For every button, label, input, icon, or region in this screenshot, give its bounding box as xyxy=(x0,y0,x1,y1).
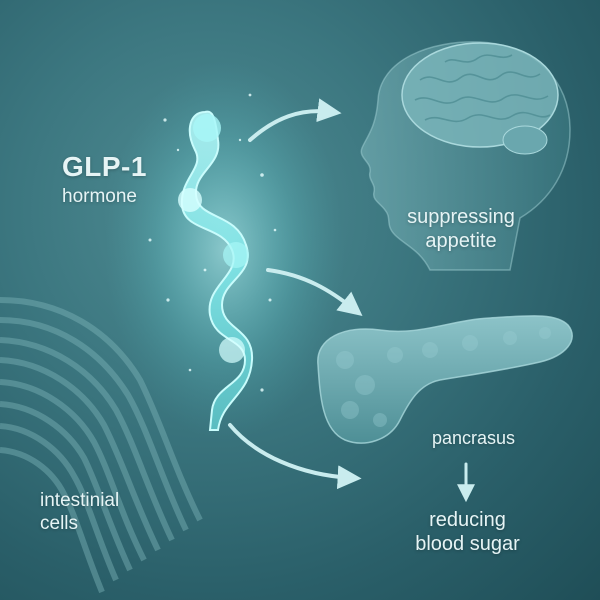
pancreas-effect-line2: blood sugar xyxy=(415,533,520,555)
hormone-node xyxy=(193,114,221,142)
hormone-title: GLP-1 xyxy=(62,151,147,182)
intestine-line1: intestinial xyxy=(40,490,120,511)
pancreas-effect-label: reducing blood sugar xyxy=(400,508,535,556)
pancreas-organ xyxy=(317,315,573,444)
intestine-line2: cells xyxy=(40,512,79,534)
brain-effect-label: suppressing appetite xyxy=(405,205,517,253)
brain xyxy=(401,42,559,148)
pancreas-label: pancrasus xyxy=(432,428,516,448)
hormone-node xyxy=(178,188,202,212)
intestinal-folds xyxy=(0,297,203,594)
arrow-from-intestine xyxy=(228,423,362,490)
pancreas-texture xyxy=(336,327,551,427)
hormone-subtitle: hormone xyxy=(62,186,137,207)
pancreas-effect-line1: reducing xyxy=(429,509,506,531)
hormone-sparkles xyxy=(148,93,277,392)
hormone-node xyxy=(223,242,249,268)
hormone-node xyxy=(219,337,245,363)
brain-effect-line1: suppressing xyxy=(407,206,515,228)
intestine-label: intestinial cells xyxy=(40,490,119,536)
brain-folds xyxy=(414,54,551,123)
arrow-to-pancreas xyxy=(266,268,363,316)
arrow-to-brain xyxy=(248,98,342,142)
cerebellum xyxy=(502,125,548,155)
brain-effect-line2: appetite xyxy=(425,230,497,252)
